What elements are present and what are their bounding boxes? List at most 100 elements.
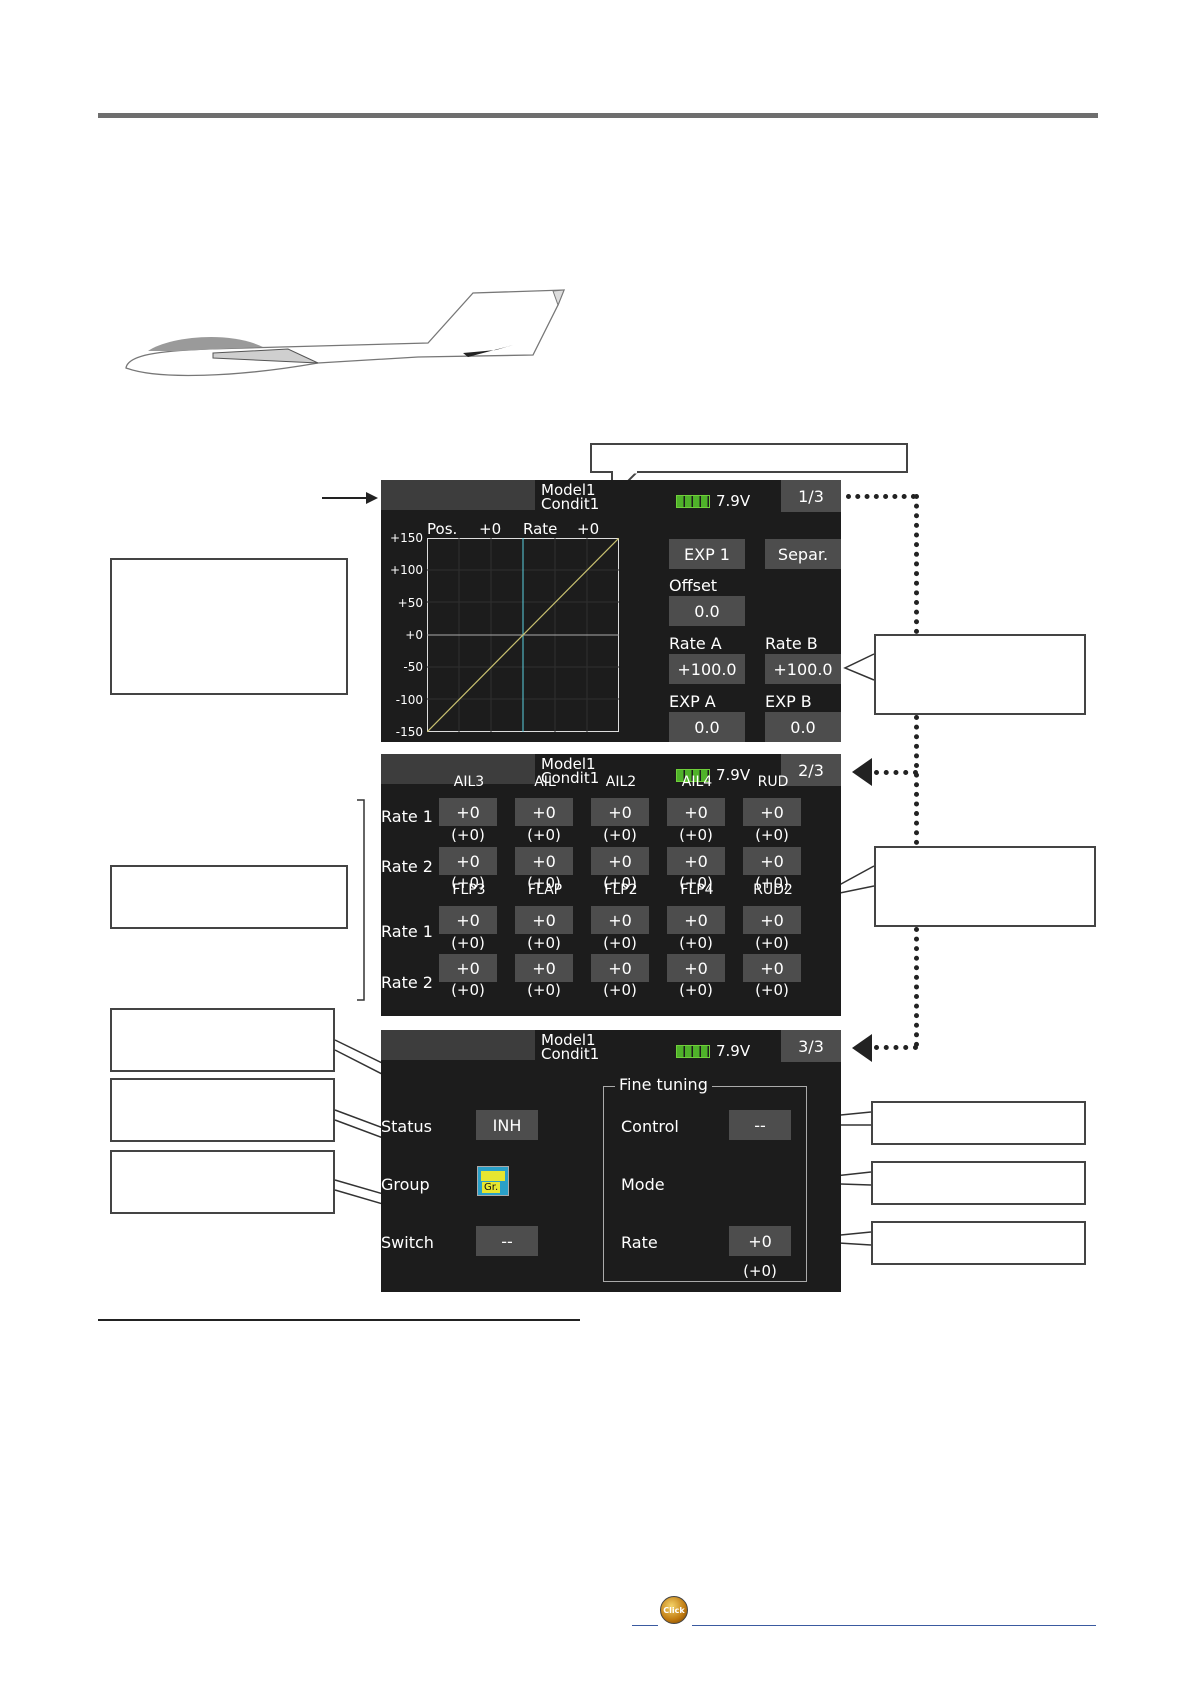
rate2-value[interactable]: +0 bbox=[743, 847, 801, 875]
arrow-left-icon bbox=[852, 758, 872, 786]
page-button[interactable]: 1/3 bbox=[781, 480, 841, 512]
switch-label: Switch bbox=[381, 1233, 434, 1252]
rate-a-value[interactable]: +100.0 bbox=[669, 654, 745, 684]
rate1-value[interactable]: +0 bbox=[439, 906, 497, 934]
status-button[interactable]: INH bbox=[476, 1110, 538, 1140]
channel-header: RUD bbox=[757, 774, 789, 790]
rate2-reading: (+0) bbox=[603, 981, 637, 999]
model-name: Model1 bbox=[541, 755, 596, 773]
rate-label: Rate bbox=[523, 520, 558, 538]
rate1-reading: (+0) bbox=[603, 826, 637, 844]
exp-b-value[interactable]: 0.0 bbox=[765, 712, 841, 742]
rate2-value[interactable]: +0 bbox=[515, 847, 573, 875]
connector-dots bbox=[874, 770, 918, 775]
connector-dots bbox=[914, 494, 919, 634]
channel-header: RUD2 bbox=[753, 882, 793, 898]
callout-switch-desc bbox=[110, 1150, 335, 1214]
y-tick-label: -100 bbox=[395, 692, 423, 707]
y-tick-label: +50 bbox=[397, 595, 423, 610]
condition-name: Condit1 bbox=[541, 495, 600, 513]
rate2-value[interactable]: +0 bbox=[667, 954, 725, 982]
mode-label: Mode bbox=[621, 1175, 665, 1194]
rate2-value[interactable]: +0 bbox=[439, 954, 497, 982]
offset-value[interactable]: 0.0 bbox=[669, 596, 745, 626]
control-button[interactable]: -- bbox=[729, 1110, 791, 1140]
callout-graph-desc bbox=[110, 558, 348, 695]
rate2-reading: (+0) bbox=[755, 981, 789, 999]
rate-a-label: Rate A bbox=[669, 634, 722, 653]
offset-label: Offset bbox=[669, 576, 718, 595]
rate-button[interactable]: +0 bbox=[729, 1226, 791, 1256]
screen-page-1: Model1 Condit1 7.9V 1/3 Pos. +0 Rate +0 … bbox=[381, 480, 841, 742]
rate-reading: (+0) bbox=[743, 1262, 777, 1280]
rate1-value[interactable]: +0 bbox=[515, 906, 573, 934]
click-icon[interactable]: Click bbox=[660, 1596, 688, 1624]
pos-value: +0 bbox=[479, 520, 502, 538]
click-icon-text: Click bbox=[663, 1605, 685, 1615]
callout-status-desc bbox=[110, 1008, 335, 1072]
footer-rule bbox=[632, 1625, 658, 1626]
condition-name: Condit1 bbox=[541, 1045, 600, 1063]
pos-label: Pos. bbox=[427, 520, 458, 538]
curve-graph[interactable] bbox=[427, 538, 619, 732]
rate1-reading: (+0) bbox=[527, 934, 561, 952]
rate1-value[interactable]: +0 bbox=[667, 906, 725, 934]
callout-mode-desc bbox=[871, 1161, 1086, 1205]
callout-rate-fine-desc bbox=[871, 1221, 1086, 1265]
footer-rule bbox=[692, 1625, 1096, 1626]
rate1-value[interactable]: +0 bbox=[667, 798, 725, 826]
rate1-label: Rate 1 bbox=[381, 807, 433, 826]
title-box bbox=[381, 1030, 535, 1060]
rate1-value[interactable]: +0 bbox=[439, 798, 497, 826]
connector-dots bbox=[846, 494, 916, 499]
callout-mix-rates-desc bbox=[110, 865, 348, 929]
y-tick-label: +0 bbox=[405, 627, 423, 642]
section-rule bbox=[98, 1319, 580, 1321]
rate2-value[interactable]: +0 bbox=[591, 847, 649, 875]
separate-button[interactable]: Separ. bbox=[765, 539, 841, 569]
rate1-value[interactable]: +0 bbox=[591, 906, 649, 934]
rate1-reading: (+0) bbox=[451, 934, 485, 952]
battery-icon bbox=[676, 1045, 710, 1058]
exp-a-label: EXP A bbox=[669, 692, 716, 711]
rate2-value[interactable]: +0 bbox=[515, 954, 573, 982]
rate-b-label: Rate B bbox=[765, 634, 818, 653]
callout-control-desc bbox=[871, 1101, 1086, 1145]
channel-header: FLP4 bbox=[680, 882, 714, 898]
rate2-value[interactable]: +0 bbox=[439, 847, 497, 875]
arrow-left-icon bbox=[852, 1034, 872, 1062]
rate2-reading: (+0) bbox=[603, 874, 637, 892]
rate2-reading: (+0) bbox=[451, 874, 485, 892]
connector-dots bbox=[914, 715, 919, 845]
glider-illustration bbox=[125, 289, 565, 377]
rate-value: +0 bbox=[577, 520, 600, 538]
rate1-value[interactable]: +0 bbox=[743, 798, 801, 826]
callout-model-info bbox=[590, 443, 908, 473]
rate1-value[interactable]: +0 bbox=[591, 798, 649, 826]
title-box bbox=[381, 480, 535, 510]
rate2-value[interactable]: +0 bbox=[743, 954, 801, 982]
channel-header: FLP2 bbox=[604, 882, 638, 898]
exp-mode-button[interactable]: EXP 1 bbox=[669, 539, 745, 569]
rate1-value[interactable]: +0 bbox=[515, 798, 573, 826]
voltage: 7.9V bbox=[716, 1042, 751, 1060]
exp-a-value[interactable]: 0.0 bbox=[669, 712, 745, 742]
rate2-value[interactable]: +0 bbox=[591, 954, 649, 982]
rate1-value[interactable]: +0 bbox=[743, 906, 801, 934]
rate2-reading: (+0) bbox=[451, 981, 485, 999]
channel-header: AIL3 bbox=[453, 774, 485, 790]
channel-header: AIL bbox=[534, 774, 556, 790]
rate2-label: Rate 2 bbox=[381, 857, 433, 876]
rate1-reading: (+0) bbox=[451, 826, 485, 844]
page-button[interactable]: 3/3 bbox=[781, 1030, 841, 1062]
top-rule bbox=[98, 113, 1098, 118]
group-icon[interactable]: Gr. bbox=[477, 1166, 509, 1196]
y-tick-label: -150 bbox=[395, 724, 423, 739]
switch-button[interactable]: -- bbox=[476, 1226, 538, 1256]
rate1-reading: (+0) bbox=[603, 934, 637, 952]
rate2-reading: (+0) bbox=[527, 981, 561, 999]
channel-header: AIL4 bbox=[681, 774, 713, 790]
page-button[interactable]: 2/3 bbox=[781, 754, 841, 786]
rate2-value[interactable]: +0 bbox=[667, 847, 725, 875]
rate-b-value[interactable]: +100.0 bbox=[765, 654, 841, 684]
